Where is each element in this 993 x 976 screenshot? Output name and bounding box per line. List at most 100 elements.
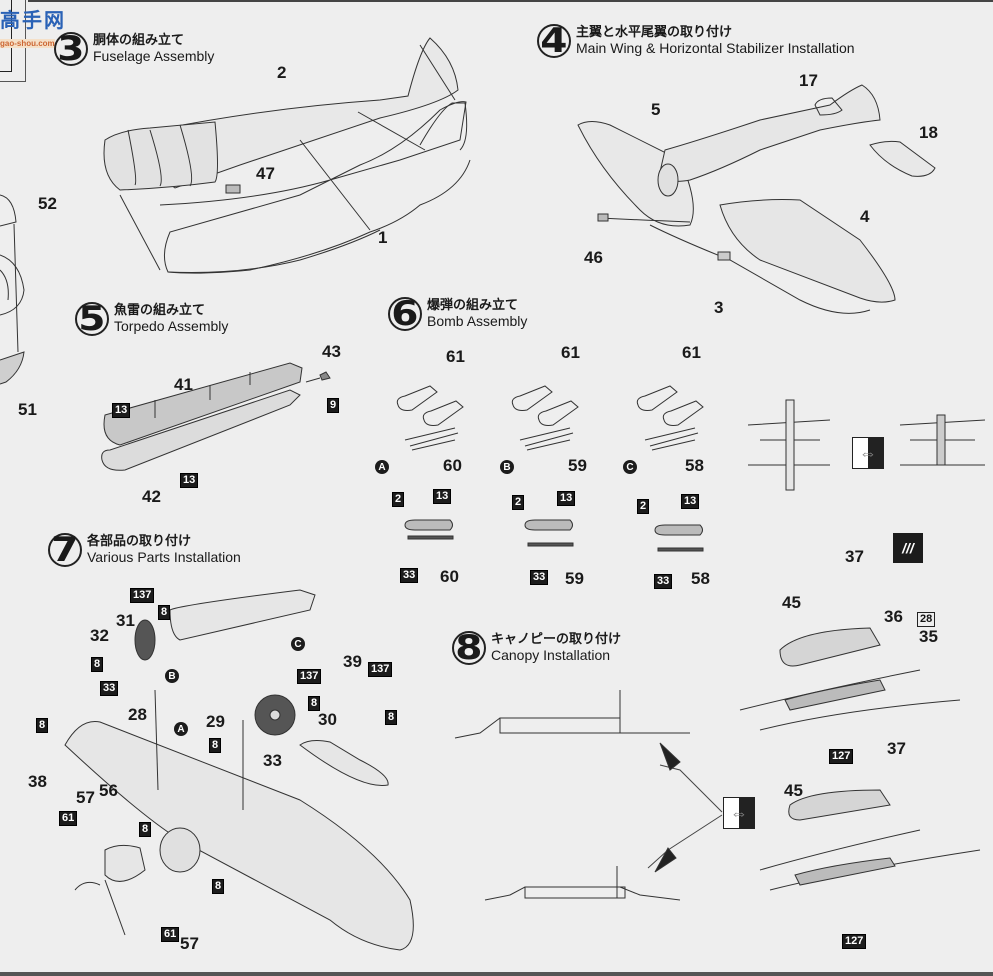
part-number: 47 xyxy=(256,164,275,183)
step-6-header: 6 爆弾の組み立て Bomb Assembly xyxy=(388,297,527,331)
paint-code: 8 xyxy=(212,879,225,894)
step-title-jp: 各部品の取り付け xyxy=(87,533,192,549)
part-number: 58 xyxy=(685,456,704,475)
variant-badge: B xyxy=(165,669,179,683)
part-number: 46 xyxy=(584,248,603,267)
paint-code: 8 xyxy=(91,657,104,672)
paint-code: 28 xyxy=(917,612,936,627)
part-number: 33 xyxy=(263,751,282,770)
step-number-badge: 4 xyxy=(537,24,571,58)
step-7-header: 7 各部品の取り付け Various Parts Installation xyxy=(48,533,241,567)
step-title-en: Main Wing & Horizontal Stabilizer Instal… xyxy=(576,40,855,57)
bottom-rule xyxy=(0,972,993,976)
alternative-swap-icon: ⇔ xyxy=(852,437,884,469)
step-number-badge: 8 xyxy=(452,631,486,665)
paint-code: 13 xyxy=(112,403,131,418)
step-title-en: Torpedo Assembly xyxy=(114,318,229,335)
part-number: 57 xyxy=(180,934,199,953)
paint-code: 8 xyxy=(308,696,321,711)
part-number: 5 xyxy=(651,100,661,119)
frame-border-inner xyxy=(0,0,12,72)
step-5-header: 5 魚雷の組み立て Torpedo Assembly xyxy=(75,302,228,336)
step-title-en: Bomb Assembly xyxy=(427,313,528,330)
paint-code: 127 xyxy=(829,749,854,764)
decal-icon: /// xyxy=(893,533,923,563)
part-number: 41 xyxy=(174,375,193,394)
part-number: 4 xyxy=(860,207,870,226)
paint-code: 13 xyxy=(557,491,576,506)
paint-code: 137 xyxy=(130,588,155,603)
part-number: 3 xyxy=(714,298,724,317)
part-number: 45 xyxy=(784,781,803,800)
watermark-text: 高手网 xyxy=(0,10,66,32)
part-number: 29 xyxy=(206,712,225,731)
paint-code: 33 xyxy=(654,574,673,589)
paint-code: 9 xyxy=(327,398,340,413)
variant-badge: A xyxy=(375,460,389,474)
part-number: 1 xyxy=(378,228,388,247)
paint-code: 8 xyxy=(209,738,222,753)
paint-code: 33 xyxy=(530,570,549,585)
part-number: 35 xyxy=(919,627,938,646)
variant-badge: A xyxy=(174,722,188,736)
part-number: 31 xyxy=(116,611,135,630)
paint-code: 137 xyxy=(368,662,393,677)
part-number: 45 xyxy=(782,593,801,612)
various-parts-illustration xyxy=(64,589,414,951)
wing-stabilizer-illustration xyxy=(577,84,936,314)
part-number: 37 xyxy=(887,739,906,758)
step-title-en: Various Parts Installation xyxy=(87,549,241,566)
paint-code: 2 xyxy=(392,492,405,507)
step-title-jp: 爆弾の組み立て xyxy=(427,297,519,313)
part-number: 60 xyxy=(443,456,462,475)
paint-code: 13 xyxy=(180,473,199,488)
paint-code: 2 xyxy=(637,499,650,514)
part-number: 38 xyxy=(28,772,47,791)
part-number: 61 xyxy=(561,343,580,362)
paint-code: 137 xyxy=(297,669,322,684)
watermark-url: gao-shou.com xyxy=(0,39,55,48)
part-number: 37 xyxy=(845,547,864,566)
part-number: 32 xyxy=(90,626,109,645)
part-number: 42 xyxy=(142,487,161,506)
fuselage-illustration xyxy=(103,37,471,274)
variant-badge: C xyxy=(291,637,305,651)
paint-code: 61 xyxy=(161,927,180,942)
variant-badge: B xyxy=(500,460,514,474)
step-8-header: 8 キャノピーの取り付け Canopy Installation xyxy=(452,631,621,665)
step-number-badge: 3 xyxy=(54,32,88,66)
step-number-badge: 7 xyxy=(48,533,82,567)
part-number: 18 xyxy=(919,123,938,142)
paint-code: 13 xyxy=(433,489,452,504)
torpedo-illustration xyxy=(101,362,331,471)
part-number: 51 xyxy=(18,400,37,419)
paint-code: 8 xyxy=(385,710,398,725)
part-number: 61 xyxy=(446,347,465,366)
bomb-rack-illustrations xyxy=(396,385,704,552)
part-number: 57 xyxy=(76,788,95,807)
paint-code: 8 xyxy=(139,822,152,837)
paint-code: 8 xyxy=(158,605,171,620)
part-number: 61 xyxy=(682,343,701,362)
watermark-logo: 高手网 gao-shou.com xyxy=(0,4,80,48)
alternative-swap-icon: ⇔ xyxy=(723,797,755,829)
part-number: 56 xyxy=(99,781,118,800)
step-number-badge: 5 xyxy=(75,302,109,336)
left-edge-illustration xyxy=(0,194,25,385)
part-number: 2 xyxy=(277,63,287,82)
torpedo-vs-bomb-views xyxy=(747,399,986,491)
part-number: 43 xyxy=(322,342,341,361)
part-number: 30 xyxy=(318,710,337,729)
paint-code: 2 xyxy=(512,495,525,510)
step-title-en: Canopy Installation xyxy=(491,647,611,664)
part-number: 58 xyxy=(691,569,710,588)
paint-code: 61 xyxy=(59,811,78,826)
step-title-jp: 主翼と水平尾翼の取り付け xyxy=(576,24,733,40)
part-number: 52 xyxy=(38,194,57,213)
paint-code: 33 xyxy=(100,681,119,696)
part-number: 59 xyxy=(565,569,584,588)
step-title-jp: キャノピーの取り付け xyxy=(491,631,622,647)
step-title-en: Fuselage Assembly xyxy=(93,48,215,65)
paint-code: 13 xyxy=(681,494,700,509)
part-number: 60 xyxy=(440,567,459,586)
